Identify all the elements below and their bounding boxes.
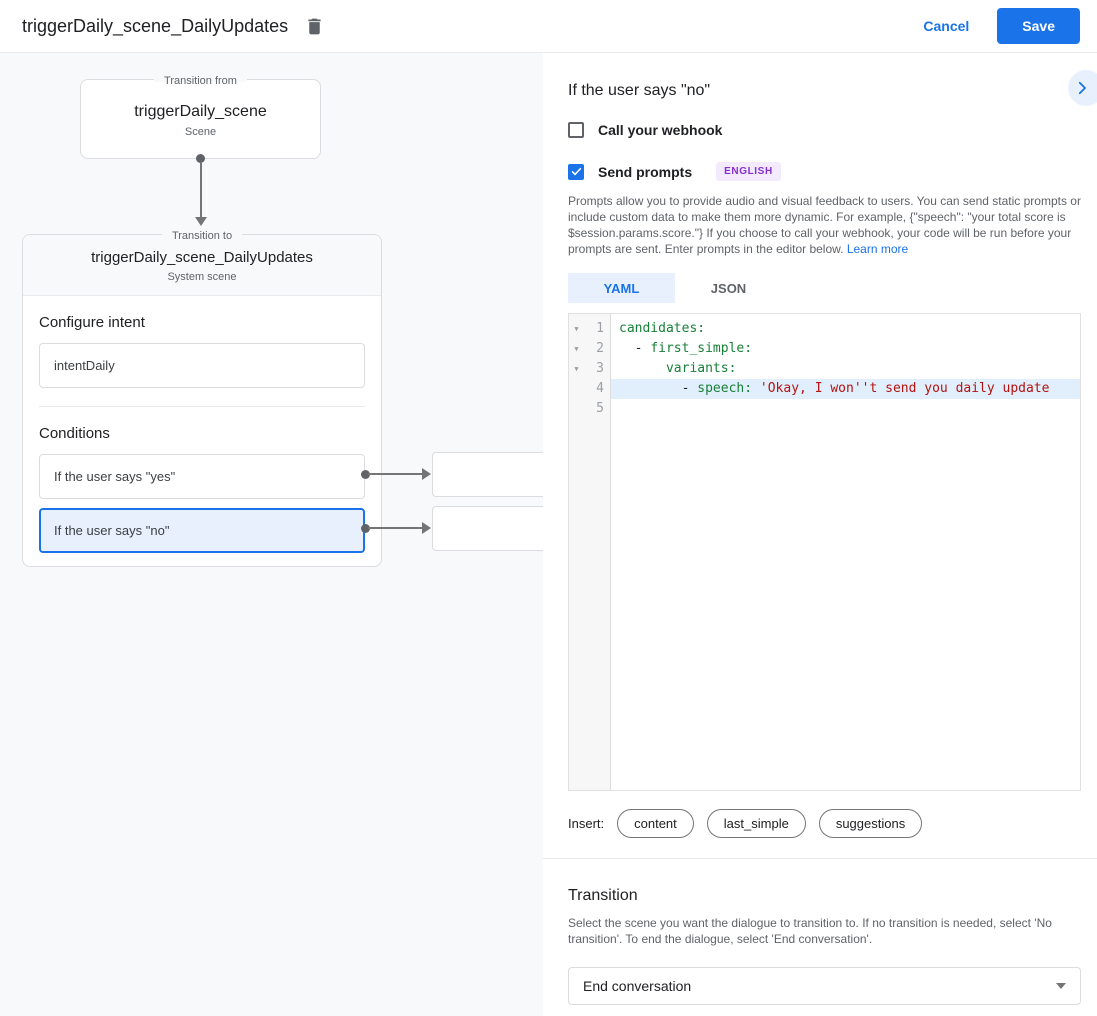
connector-dot [361, 470, 370, 479]
editor-gutter-row: ▼1 [569, 319, 610, 339]
editor-line[interactable]: candidates: [611, 319, 1080, 339]
fold-arrow-icon[interactable]: ▼ [574, 345, 579, 353]
transition-target-node[interactable] [432, 506, 543, 551]
code-token-string: 'Okay, I won''t send you daily update [759, 381, 1050, 396]
line-number: 2 [596, 341, 604, 356]
editor-gutter-row: ▼2 [569, 339, 610, 359]
connector-dot [361, 524, 370, 533]
page-title: triggerDaily_scene_DailyUpdates [22, 15, 289, 36]
dropdown-caret-icon [1056, 983, 1066, 989]
tab-yaml[interactable]: YAML [568, 273, 675, 303]
send-prompts-checkbox[interactable] [568, 163, 584, 180]
save-button[interactable]: Save [997, 8, 1080, 44]
fold-arrow-icon[interactable]: ▼ [574, 365, 579, 373]
prompts-description: Prompts allow you to provide audio and v… [568, 194, 1081, 256]
editor-code-area[interactable]: candidates: - first_simple: variants: - … [611, 314, 1080, 790]
checkmark-icon [570, 165, 583, 178]
code-token-key: first_simple: [650, 341, 753, 356]
webhook-row: Call your webhook [568, 122, 1080, 138]
send-prompts-row: Send prompts ENGLISH [568, 162, 1080, 181]
insert-label: Insert: [568, 816, 605, 831]
language-badge: ENGLISH [716, 162, 781, 181]
transition-heading: Transition [568, 887, 638, 904]
condition-item[interactable]: If the user says "yes" [39, 454, 365, 499]
editor-format-tabs: YAML JSON [568, 273, 1080, 303]
scene-diagram-canvas: Transition from triggerDaily_scene Scene… [0, 53, 543, 1016]
code-token-plain: - [619, 341, 651, 356]
transition-from-legend: Transition from [81, 71, 320, 90]
arrow-head-icon [195, 217, 207, 226]
code-token-plain: - [619, 381, 698, 396]
code-token-plain [619, 361, 666, 376]
editor-line[interactable]: - speech: 'Okay, I won''t send you daily… [611, 379, 1080, 399]
code-token-key: candidates: [619, 321, 706, 336]
intent-field[interactable]: intentDaily [39, 343, 365, 388]
section-divider [39, 406, 365, 407]
connector-line [368, 527, 423, 529]
panel-divider [543, 858, 1097, 859]
code-token-plain [752, 381, 760, 396]
editor-gutter-row: ▼3 [569, 359, 610, 379]
connector-arrowhead-icon [422, 468, 431, 480]
top-bar: triggerDaily_scene_DailyUpdates Cancel S… [0, 0, 1097, 53]
condition-item[interactable]: If the user says "no" [39, 508, 365, 553]
learn-more-link[interactable]: Learn more [846, 242, 909, 256]
webhook-checkbox[interactable] [568, 122, 584, 138]
transition-dropdown-value: End conversation [583, 978, 692, 994]
fold-arrow-icon[interactable]: ▼ [574, 325, 579, 333]
line-number: 1 [596, 321, 604, 336]
transition-to-legend: Transition to [23, 226, 381, 245]
chevron-right-icon [1073, 79, 1091, 97]
code-token-key: variants: [665, 361, 737, 376]
transition-target-node[interactable] [432, 452, 543, 497]
line-number: 3 [596, 361, 604, 376]
transition-to-node: Transition to triggerDaily_scene_DailyUp… [22, 228, 382, 567]
to-scene-title: triggerDaily_scene_DailyUpdates [91, 249, 313, 266]
webhook-label: Call your webhook [598, 122, 723, 138]
delete-scene-button[interactable] [304, 16, 325, 37]
insert-chip-content[interactable]: content [617, 809, 694, 838]
from-scene-subtitle: Scene [184, 126, 217, 138]
topbar-actions: Cancel Save [923, 8, 1080, 44]
insert-chip-suggestions[interactable]: suggestions [818, 809, 923, 838]
transition-description: Select the scene you want the dialogue t… [568, 916, 1052, 946]
to-scene-subtitle: System scene [167, 271, 237, 283]
cancel-button[interactable]: Cancel [923, 18, 970, 34]
code-token-key: speech: [697, 381, 753, 396]
insert-chip-last_simple[interactable]: last_simple [706, 809, 806, 838]
line-number: 4 [596, 381, 604, 396]
connector-arrowhead-icon [422, 522, 431, 534]
transition-from-node[interactable]: Transition from triggerDaily_scene Scene [80, 73, 321, 159]
editor-gutter-row: 5 [569, 399, 610, 419]
arrow-line [200, 163, 202, 217]
trash-icon [304, 16, 325, 37]
tab-json[interactable]: JSON [710, 280, 747, 296]
conditions-heading: Conditions [39, 425, 110, 442]
collapse-panel-button[interactable] [1068, 70, 1097, 106]
condition-editor-panel: If the user says "no" Call your webhook … [543, 53, 1097, 1016]
configure-intent-heading: Configure intent [39, 314, 145, 331]
to-scene-header: triggerDaily_scene_DailyUpdates System s… [23, 235, 381, 296]
send-prompts-label: Send prompts [598, 163, 693, 180]
transition-dropdown[interactable]: End conversation [568, 967, 1081, 1005]
editor-line[interactable]: - first_simple: [611, 339, 1080, 359]
arrow-start-dot [196, 154, 205, 163]
editor-line[interactable]: variants: [611, 359, 1080, 379]
panel-title: If the user says "no" [568, 82, 711, 99]
editor-line[interactable] [611, 399, 1080, 419]
connector-line [368, 473, 423, 475]
insert-row: Insert: content last_simple suggestions [568, 809, 1080, 838]
line-number: 5 [596, 401, 604, 416]
conditions-list: If the user says "yes" If the user says "… [39, 454, 365, 553]
from-scene-title: triggerDaily_scene [134, 103, 267, 120]
editor-gutter-row: 4 [569, 379, 610, 399]
insert-chips: content last_simple suggestions [617, 809, 923, 838]
